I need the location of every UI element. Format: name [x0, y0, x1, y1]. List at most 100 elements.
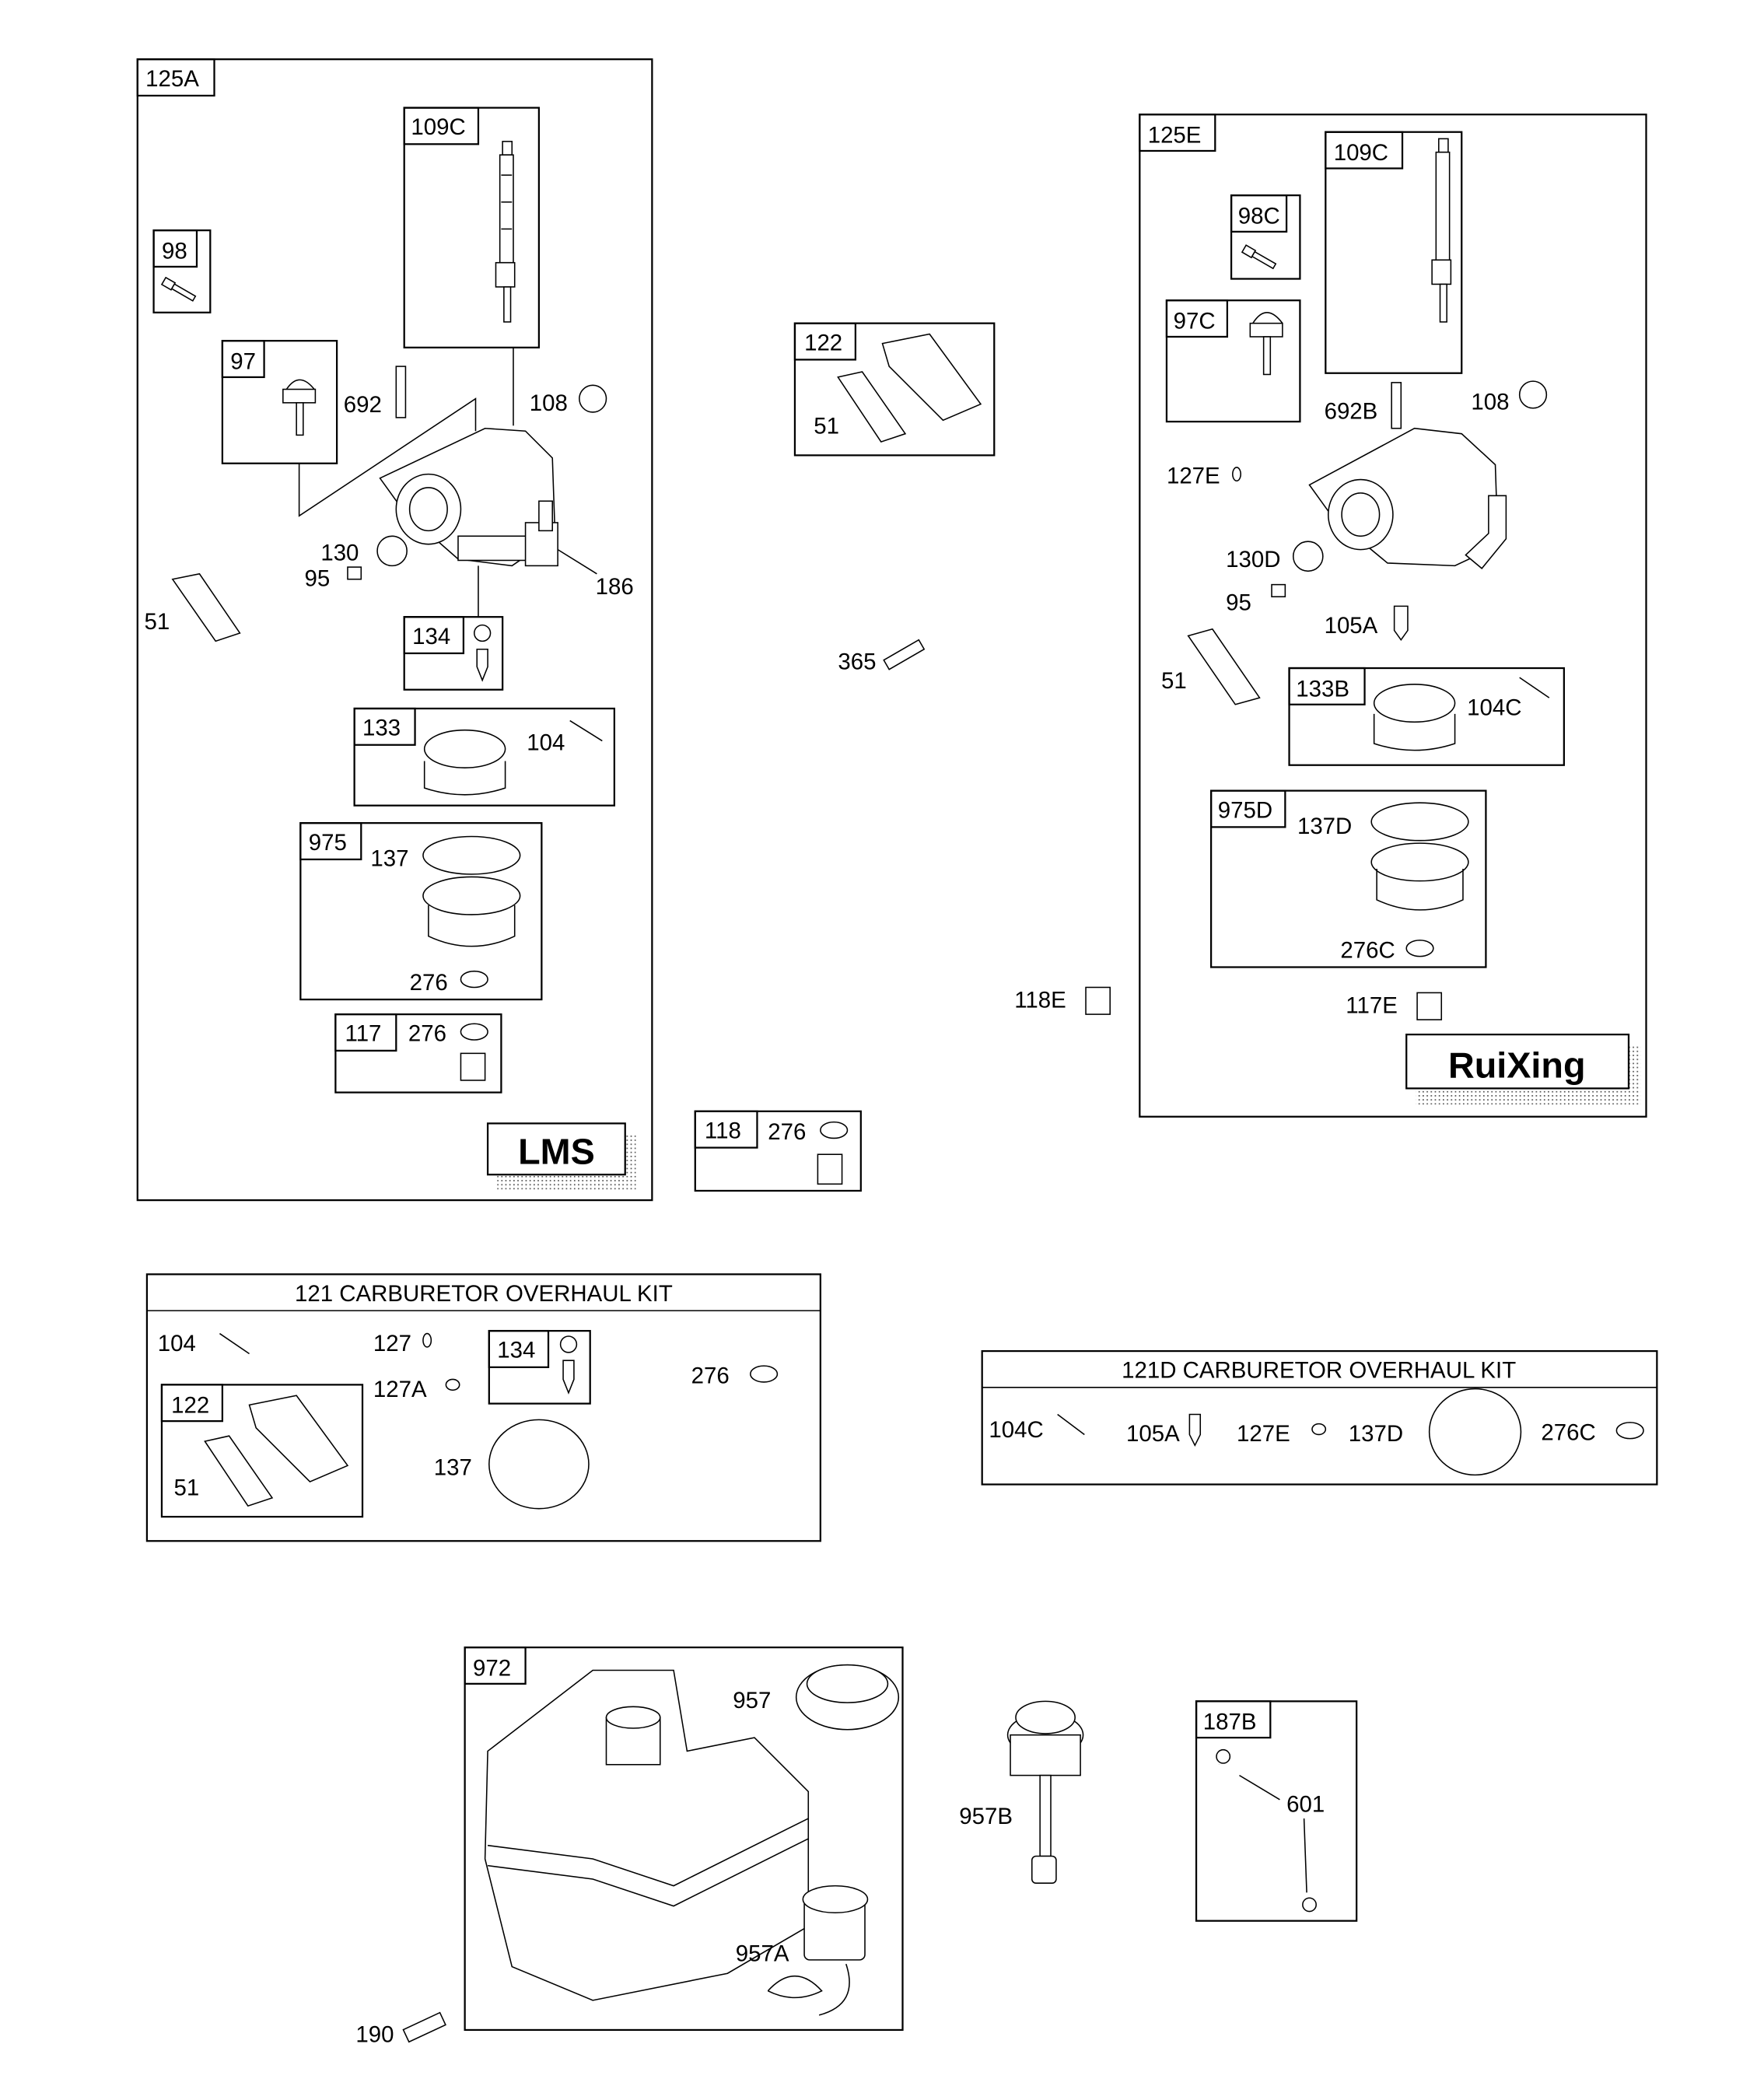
group-122[interactable]: 122 51 — [793, 322, 996, 457]
subgroup-122[interactable]: 122 51 — [160, 1384, 364, 1518]
subgroup-98[interactable]: 98 — [152, 229, 212, 313]
subgroup-975D[interactable]: 975D 137D 276C — [1209, 789, 1487, 968]
callout-137D: 137D — [1349, 1421, 1403, 1447]
callout-365: 365 — [838, 649, 876, 675]
group-972: 972 957 957A — [464, 1646, 904, 2032]
float-icon — [1373, 684, 1456, 751]
subgroup-133B[interactable]: 133B 104C — [1288, 667, 1565, 766]
gasket-ring-icon — [488, 1419, 590, 1510]
subgroup-109C[interactable]: 109C — [1325, 131, 1463, 374]
bolt-icon — [1085, 986, 1111, 1015]
group-125E-title: 125E — [1148, 123, 1202, 149]
label-122: 122 — [171, 1393, 209, 1419]
subgroup-134[interactable]: 134 — [403, 616, 504, 691]
label-109C: 109C — [411, 114, 465, 140]
callout-276C: 276C — [1541, 1419, 1595, 1445]
label-118: 118 — [705, 1118, 741, 1143]
callout-127: 127 — [373, 1331, 411, 1356]
subgroup-97C[interactable]: 97C — [1165, 299, 1301, 423]
brand-lms: LMS — [486, 1122, 636, 1190]
gasket-icon — [837, 371, 907, 443]
clamp-icon — [1216, 1748, 1231, 1764]
callout-276: 276 — [408, 1021, 446, 1047]
label-97: 97 — [230, 349, 256, 375]
label-133: 133 — [362, 716, 401, 741]
bolt-icon — [817, 1153, 843, 1185]
carburetor-body-icon — [379, 427, 558, 567]
choke-shaft-icon — [1431, 138, 1452, 323]
kit-121D-title: 121D CARBURETOR OVERHAUL KIT — [1122, 1358, 1516, 1384]
screw-icon — [160, 276, 197, 302]
label-975: 975 — [309, 830, 347, 856]
float-icon — [423, 729, 506, 796]
callout-130: 130 — [320, 540, 359, 565]
subgroup-97[interactable]: 97 — [221, 340, 338, 464]
label-122: 122 — [804, 330, 842, 355]
group-118[interactable]: 118 276 — [694, 1110, 862, 1192]
spring-icon — [395, 366, 407, 418]
plate-icon — [579, 384, 607, 413]
callout-692B: 692B — [1325, 399, 1378, 425]
callout-108: 108 — [1471, 389, 1509, 415]
callout-104: 104 — [527, 730, 565, 756]
label-187B: 187B — [1203, 1710, 1257, 1735]
callout-601: 601 — [1286, 1791, 1325, 1817]
pin-icon — [1519, 677, 1550, 698]
needle-valve-icon — [1393, 605, 1409, 641]
washer-icon — [460, 970, 488, 989]
callout-105A: 105A — [1126, 1421, 1180, 1447]
callout-276: 276 — [691, 1363, 730, 1389]
callout-957: 957 — [733, 1688, 771, 1713]
seat-icon — [559, 1335, 578, 1353]
needle-valve-icon — [1188, 1413, 1202, 1447]
callout-51: 51 — [144, 609, 170, 635]
label-972: 972 — [473, 1655, 511, 1681]
group-957B: 957B — [959, 1700, 1084, 1884]
screw-icon — [347, 566, 362, 580]
kit-121D: 121D CARBURETOR OVERHAUL KIT 104C 105A 1… — [981, 1349, 1658, 1486]
dipstick-cap-icon — [1006, 1700, 1084, 1884]
callout-130D: 130D — [1226, 547, 1280, 572]
float-bowl-icon — [1370, 802, 1469, 911]
callout-190: 190 — [355, 2022, 394, 2048]
callout-51: 51 — [814, 414, 839, 439]
callout-276C: 276C — [1340, 937, 1395, 963]
callout-127E: 127E — [1237, 1421, 1290, 1447]
label-134: 134 — [497, 1338, 535, 1363]
spacer-icon — [248, 1395, 349, 1482]
throttle-plate-icon — [376, 535, 408, 567]
o-ring-icon — [422, 1332, 432, 1348]
choke-shaft-icon — [495, 141, 516, 323]
callout-51: 51 — [1161, 668, 1187, 694]
subgroup-133[interactable]: 133 104 — [353, 707, 616, 807]
kit-121: 121 CARBURETOR OVERHAUL KIT 104 127 127A… — [145, 1273, 821, 1542]
callout-95: 95 — [305, 565, 331, 591]
callout-104: 104 — [158, 1331, 196, 1356]
gasket-ring-icon — [1428, 1388, 1522, 1476]
label-98: 98 — [162, 239, 187, 264]
callout-118E: 118E — [1014, 987, 1066, 1013]
callout-105A: 105A — [1325, 613, 1378, 639]
subgroup-117[interactable]: 117 276 — [334, 1013, 502, 1094]
plate-icon — [1518, 380, 1548, 409]
spacer-icon — [881, 333, 982, 422]
label-134: 134 — [412, 624, 450, 649]
throttle-plate-icon — [1292, 541, 1324, 572]
callout-127A: 127A — [373, 1377, 427, 1402]
group-187B[interactable]: 187B 601 — [1195, 1700, 1358, 1922]
subgroup-975[interactable]: 975 137 276 — [299, 822, 543, 1001]
callout-137: 137 — [434, 1454, 472, 1480]
carburetor-body-icon — [1308, 427, 1507, 569]
gasket-icon — [171, 572, 241, 642]
needle-valve-icon — [473, 624, 492, 682]
callout-276: 276 — [410, 970, 448, 996]
gasket-icon — [1187, 628, 1261, 705]
callout-276: 276 — [768, 1119, 806, 1145]
choke-lever-icon — [1249, 312, 1283, 376]
subgroup-109C[interactable]: 109C — [403, 107, 541, 348]
subgroup-98C[interactable]: 98C — [1230, 194, 1301, 280]
washer-icon — [460, 1023, 488, 1041]
subgroup-134[interactable]: 134 — [488, 1329, 591, 1405]
callout-137: 137 — [370, 846, 408, 872]
